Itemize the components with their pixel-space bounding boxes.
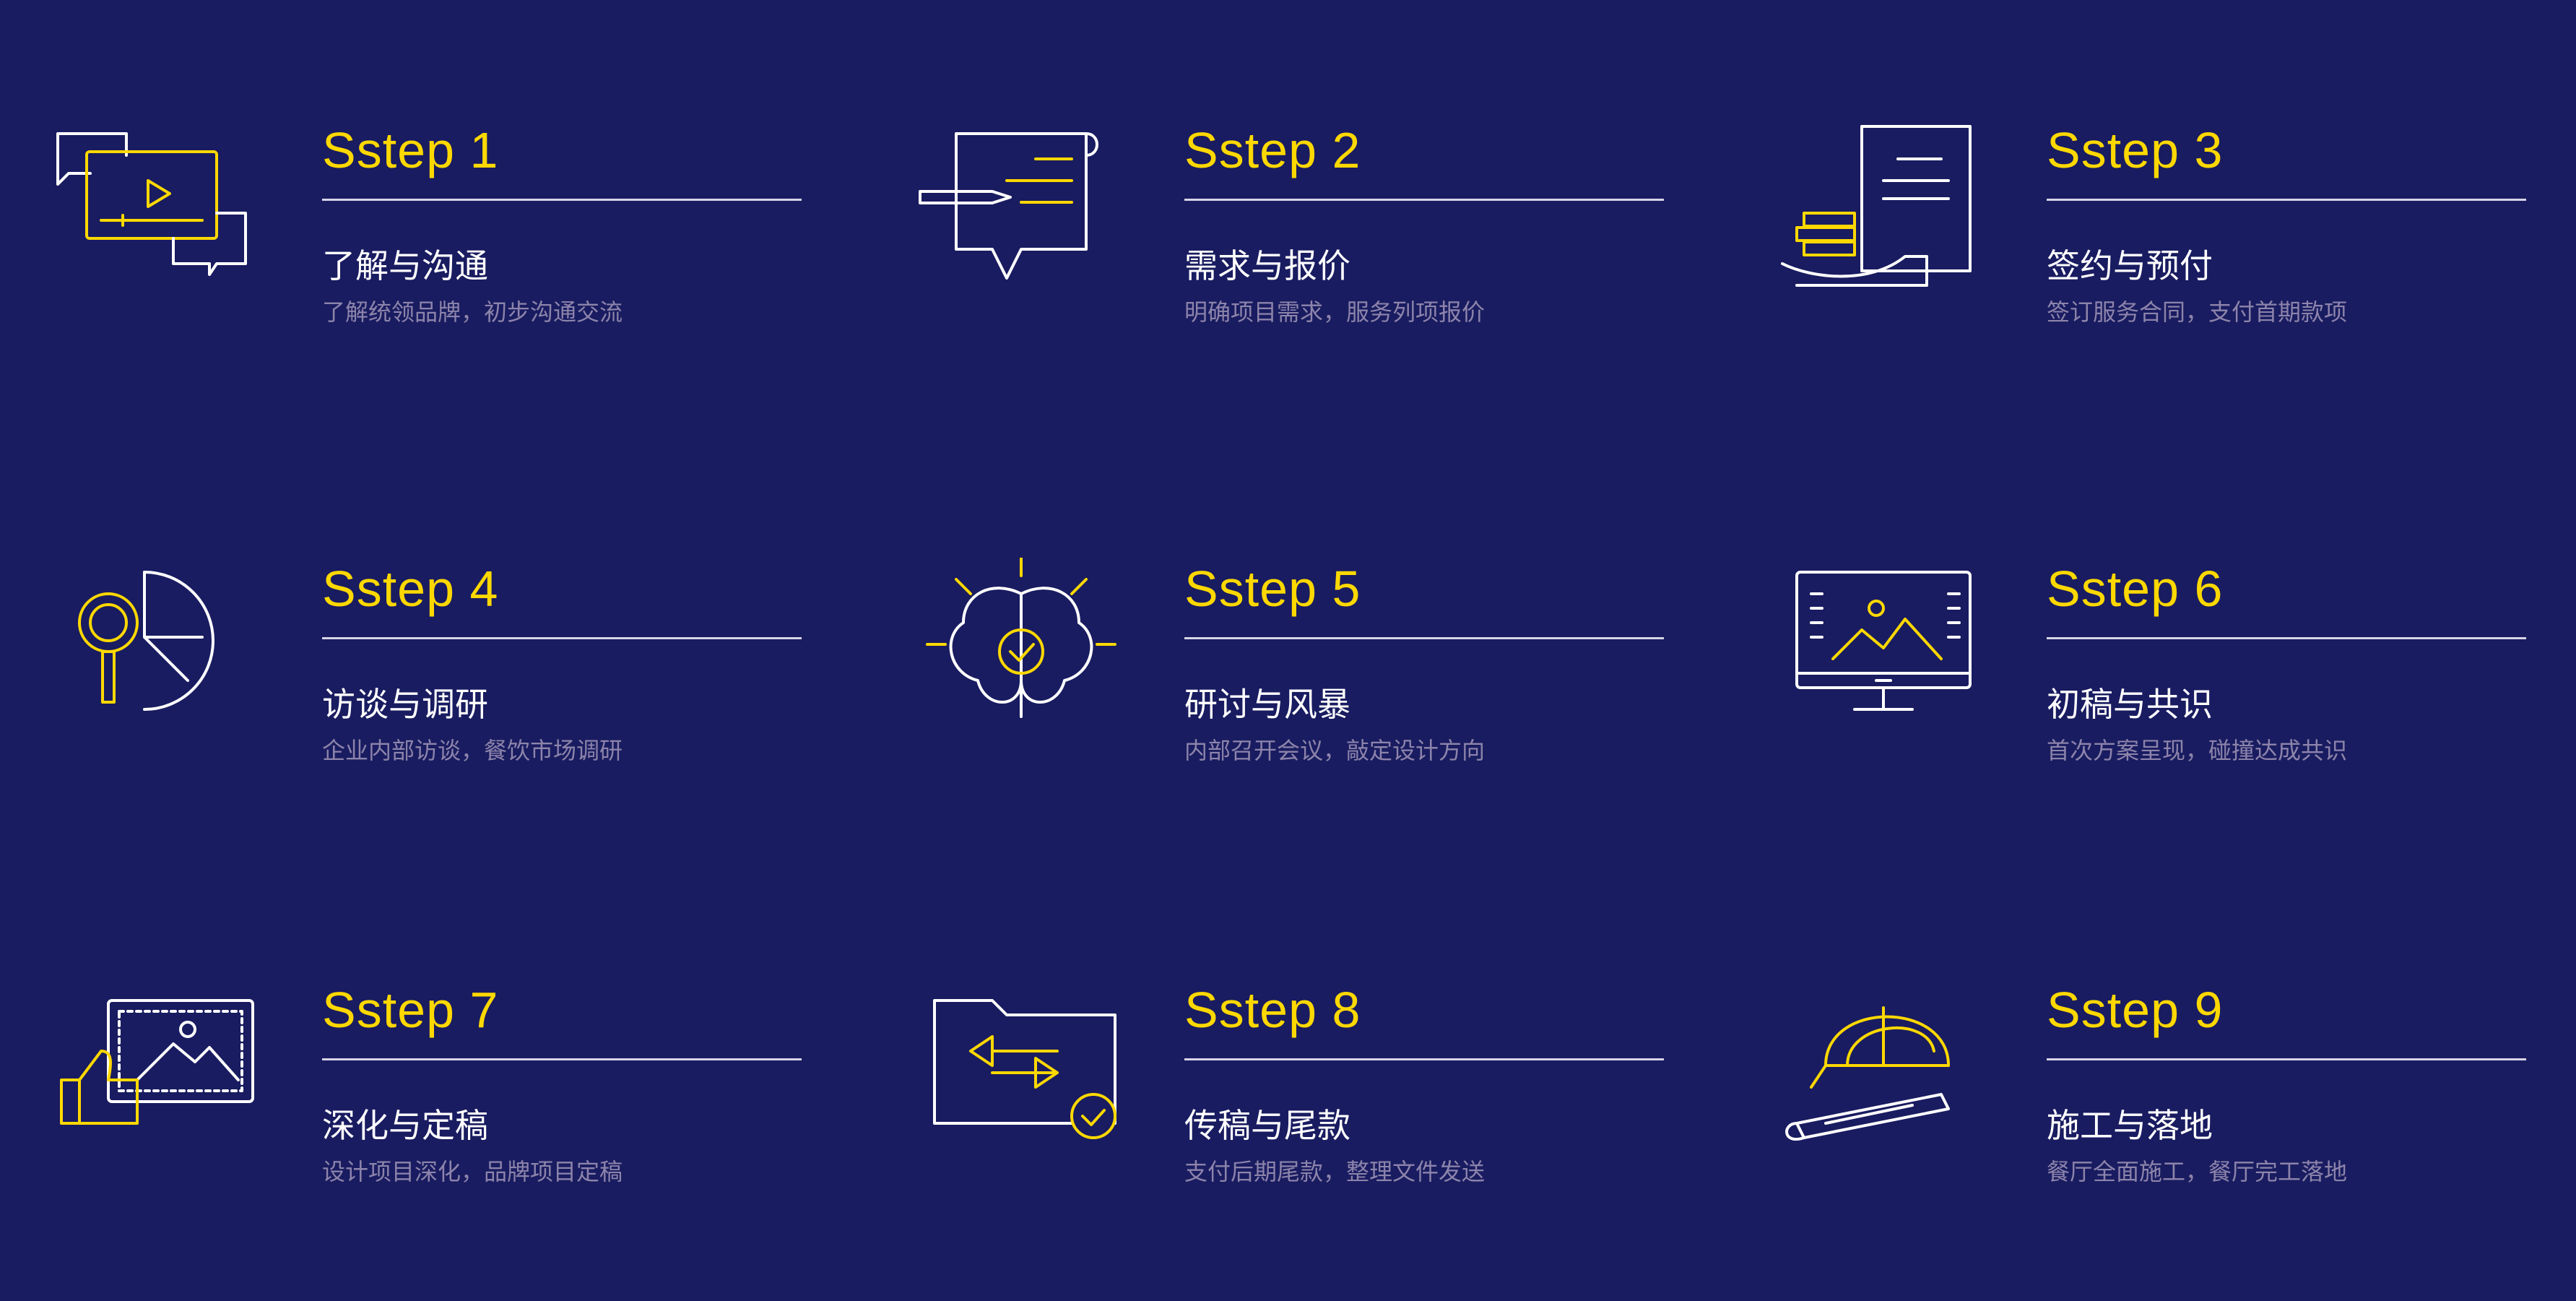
document-pen-icon (913, 119, 1129, 293)
step-card: Sstep 1 了解与沟通 了解统领品牌，初步沟通交流 (0, 108, 859, 412)
video-chat-icon (51, 119, 267, 293)
step-description: 首次方案呈现，碰撞达成共识 (2047, 737, 2348, 764)
step-heading: 研讨与风暴 (1184, 685, 1350, 724)
step-title: Sstep 9 (2047, 982, 2224, 1038)
divider (2047, 637, 2526, 639)
step-description: 了解统领品牌，初步沟通交流 (322, 298, 623, 326)
step-heading: 访谈与调研 (322, 685, 488, 724)
step-title: Sstep 8 (1184, 982, 1361, 1038)
step-heading: 需求与报价 (1184, 246, 1350, 285)
step-card: Sstep 4 访谈与调研 企业内部访谈，餐饮市场调研 (0, 547, 859, 850)
step-description: 内部召开会议，敲定设计方向 (1184, 737, 1486, 764)
divider (322, 199, 802, 201)
step-heading: 了解与沟通 (322, 246, 488, 285)
step-heading: 深化与定稿 (322, 1106, 488, 1145)
step-description: 支付后期尾款，整理文件发送 (1184, 1158, 1486, 1185)
monitor-draft-icon (1775, 558, 1992, 731)
divider (2047, 1058, 2526, 1060)
step-title: Sstep 5 (1184, 561, 1361, 617)
step-card: Sstep 9 施工与落地 餐厅全面施工，餐厅完工落地 (1725, 968, 2576, 1271)
divider (1184, 199, 1664, 201)
step-card: Sstep 8 传稿与尾款 支付后期尾款，整理文件发送 (862, 968, 1722, 1271)
step-card: Sstep 3 签约与预付 签订服务合同，支付首期款项 (1725, 108, 2576, 412)
thumbs-up-image-icon (51, 979, 267, 1152)
step-description: 签订服务合同，支付首期款项 (2047, 298, 2348, 326)
divider (2047, 199, 2526, 201)
divider (322, 1058, 802, 1060)
step-title: Sstep 3 (2047, 122, 2224, 178)
step-title: Sstep 7 (322, 982, 499, 1038)
divider (322, 637, 802, 639)
step-heading: 传稿与尾款 (1184, 1106, 1350, 1145)
contract-coins-icon (1775, 119, 1992, 293)
helmet-blueprint-icon (1775, 979, 1992, 1152)
step-heading: 初稿与共识 (2047, 685, 2213, 724)
step-card: Sstep 7 深化与定稿 设计项目深化，品牌项目定稿 (0, 968, 859, 1271)
divider (1184, 1058, 1664, 1060)
step-card: Sstep 5 研讨与风暴 内部召开会议，敲定设计方向 (862, 547, 1722, 850)
step-heading: 签约与预付 (2047, 246, 2213, 285)
step-card: Sstep 2 需求与报价 明确项目需求，服务列项报价 (862, 108, 1722, 412)
step-description: 企业内部访谈，餐饮市场调研 (322, 737, 623, 764)
step-title: Sstep 6 (2047, 561, 2224, 617)
step-heading: 施工与落地 (2047, 1106, 2213, 1145)
research-chart-icon (51, 558, 267, 731)
step-description: 设计项目深化，品牌项目定稿 (322, 1158, 623, 1185)
step-title: Sstep 2 (1184, 122, 1361, 178)
brain-idea-icon (913, 556, 1129, 731)
step-title: Sstep 1 (322, 122, 499, 178)
divider (1184, 637, 1664, 639)
step-card: Sstep 6 初稿与共识 首次方案呈现，碰撞达成共识 (1725, 547, 2576, 850)
folder-transfer-icon (913, 979, 1129, 1152)
step-title: Sstep 4 (322, 561, 499, 617)
step-description: 餐厅全面施工，餐厅完工落地 (2047, 1158, 2348, 1185)
step-description: 明确项目需求，服务列项报价 (1184, 298, 1486, 326)
